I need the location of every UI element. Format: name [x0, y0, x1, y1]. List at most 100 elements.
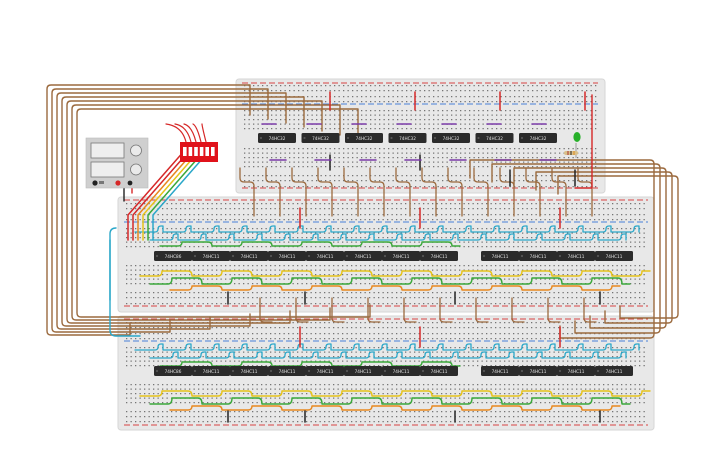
bot-chip-1-label: 74HC11	[203, 369, 220, 374]
brown-loop-left-4	[66, 100, 323, 324]
top-chip-0-label: 74HC32	[269, 136, 286, 141]
dip-toggle-4	[205, 147, 209, 156]
mid-chip-2: 74HC11	[230, 251, 268, 261]
brown-loop-right-0	[469, 159, 655, 339]
mid-chip-7-label: 74HC11	[431, 254, 448, 259]
brown-jumper-low-3	[367, 297, 381, 323]
mid-chip-4-body	[306, 251, 344, 261]
mid-chip-10-label: 74HC11	[568, 254, 585, 259]
dip-wire-2	[137, 149, 196, 241]
dip-wire-top-2	[183, 123, 197, 143]
dip-toggle-5	[211, 147, 215, 156]
brown-jumper-5	[369, 167, 385, 217]
bot-chip-4: 74HC11	[306, 366, 344, 376]
bot-chip-3: 74HC11	[268, 366, 306, 376]
brown-jumper-8	[447, 167, 463, 217]
top-chip-2-label: 74HC32	[356, 136, 373, 141]
bot-chip-11: 74HC11	[595, 366, 633, 376]
dip-toggle-2	[194, 147, 198, 156]
mid-chip-10-body	[557, 251, 595, 261]
bot-chip-4-body	[306, 366, 344, 376]
brown-loop-left-5	[71, 104, 341, 321]
brown-jumper-low-4	[403, 297, 417, 323]
bot-chip-1-notch	[193, 369, 197, 373]
bot-chip-10-body	[557, 366, 595, 376]
bot-chip-8: 74HC11	[481, 366, 519, 376]
mid-chip-1-body	[192, 251, 230, 261]
brown-loop-left-0	[46, 84, 251, 336]
brown-jumper-4	[343, 167, 359, 217]
bot-chip-8-label: 74HC11	[492, 369, 509, 374]
top-chip-4-label: 74HC32	[443, 136, 460, 141]
brown-loop-right-1	[491, 163, 661, 334]
bot-chip-10: 74HC11	[557, 366, 595, 376]
top-chip-5-label: 74HC32	[486, 136, 503, 141]
mid-chip-3-label: 74HC11	[279, 254, 296, 259]
bot-chip-2-label: 74HC11	[241, 369, 258, 374]
brown-jumper-1	[265, 167, 281, 217]
bot-chip-4-notch	[307, 369, 311, 373]
brown-loop-right-3	[535, 171, 673, 324]
top-chip-0-notch	[259, 136, 263, 140]
resistor	[564, 151, 578, 155]
led-body	[573, 132, 581, 142]
dip-wire-top-4	[201, 123, 207, 143]
mid-chip-2-label: 74HC11	[241, 254, 258, 259]
top-chip-5: 74HC32	[475, 133, 514, 143]
mid-chip-2-notch	[231, 254, 235, 258]
dip-wire-top-3	[192, 123, 202, 143]
mid-chip-9-notch	[520, 254, 524, 258]
top-chip-1-body	[301, 133, 340, 143]
psu-terminal-gnd	[127, 180, 133, 186]
mid-chip-2-body	[230, 251, 268, 261]
dip-wire-4	[147, 149, 206, 241]
bot-chip-0-label: 74HC86	[165, 369, 182, 374]
mid-chip-0-label: 74HC86	[165, 254, 182, 259]
brown-jumper-3	[317, 167, 333, 217]
bot-chip-9-label: 74HC11	[530, 369, 547, 374]
top-chip-4-notch	[433, 136, 437, 140]
bot-chip-3-notch	[269, 369, 273, 373]
bot-chip-1-body	[192, 366, 230, 376]
mid-chip-9-label: 74HC11	[530, 254, 547, 259]
bot-chip-11-notch	[596, 369, 600, 373]
top-chip-3: 74HC32	[388, 133, 427, 143]
bot-chip-5-body	[344, 366, 382, 376]
green-mid-upper	[159, 241, 461, 247]
brown-loop-right-4	[557, 175, 679, 319]
bot-chip-2-notch	[231, 369, 235, 373]
top-chip-0: 74HC32	[258, 133, 296, 143]
green-bot-upper	[159, 361, 461, 367]
dip-wire-1	[132, 149, 191, 241]
bot-chip-1: 74HC11	[192, 366, 230, 376]
mid-chip-11-body	[595, 251, 633, 261]
mid-chip-9-body	[519, 251, 557, 261]
bot-chip-0-notch	[155, 369, 159, 373]
mid-chip-11: 74HC11	[595, 251, 633, 261]
psu-display-0	[90, 142, 125, 159]
led	[573, 132, 581, 158]
brown-jumper-low-5	[439, 297, 453, 323]
bot-chip-0: 74HC86	[154, 366, 192, 376]
orange-mid-1	[169, 285, 621, 291]
top-chip-3-notch	[390, 136, 393, 140]
top-chip-4: 74HC32	[432, 133, 470, 143]
brown-loop-left-3	[61, 96, 305, 327]
mid-chip-10-notch	[558, 254, 562, 258]
brown-jumper-11	[525, 167, 541, 217]
psu-knob-0	[130, 144, 142, 157]
cyan-bus-bot-2	[149, 351, 627, 359]
mid-chip-9: 74HC11	[519, 251, 557, 261]
mid-chip-5-body	[344, 251, 382, 261]
brown-loop-left-6	[76, 108, 371, 318]
mid-chip-5-notch	[345, 254, 349, 258]
brown-loop-left-1	[51, 88, 269, 333]
psu-knob-1	[130, 163, 142, 176]
dip-toggle-1	[188, 147, 193, 156]
bot-chip-6-notch	[383, 369, 387, 373]
mid-chip-1: 74HC11	[192, 251, 230, 261]
mid-chip-0-notch	[155, 254, 159, 258]
top-chip-5-notch	[477, 136, 480, 140]
bot-chip-9: 74HC11	[519, 366, 557, 376]
